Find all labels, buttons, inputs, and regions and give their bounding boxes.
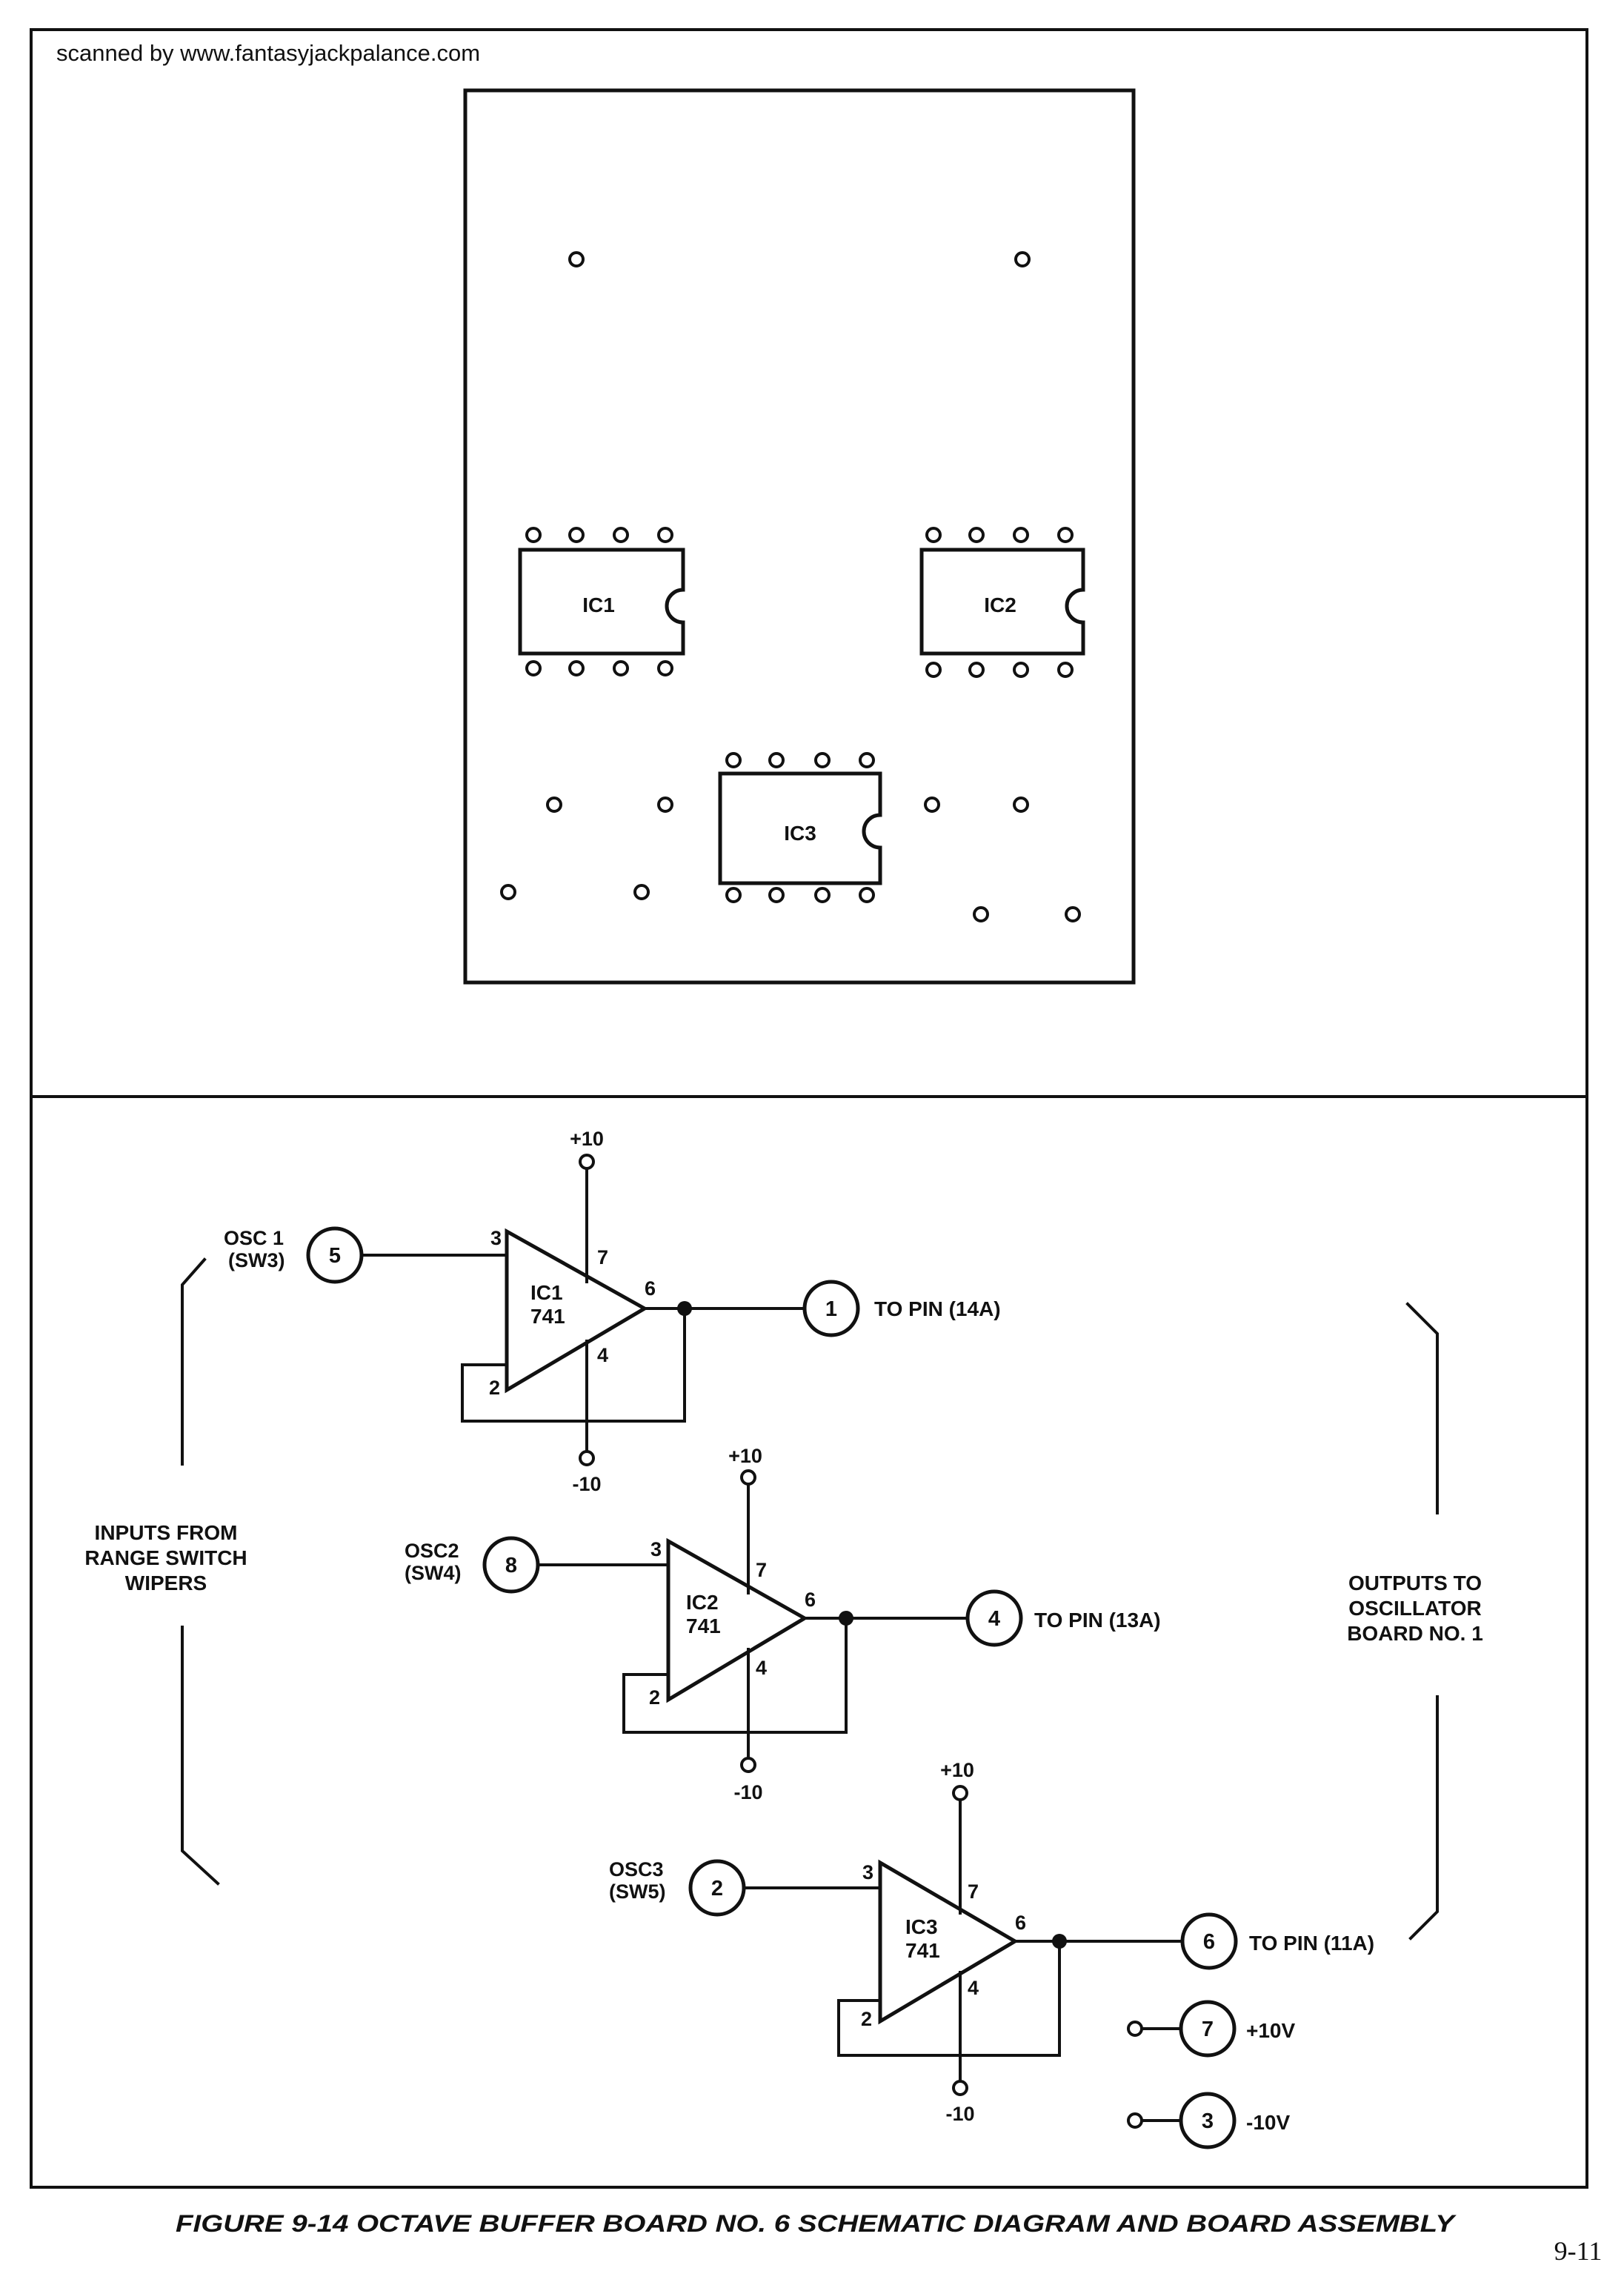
ic2-pin-2: 2 [649,1686,660,1709]
ic1-minus-supply-label: -10 [572,1473,601,1495]
minus-10v-terminal [1127,2112,1143,2129]
ic2-part: 741 [686,1614,721,1637]
inputs-bracket: INPUTS FROM RANGE SWITCH WIPERS [84,1257,247,1886]
stage-3: OSC3 (SW5) 2 IC3 741 3 2 7 4 6 +10 -10 6 [609,1759,1374,2125]
ic2-plus-supply-label: +10 [728,1445,762,1467]
minus-10v-pin-number: 3 [1202,2109,1214,2133]
minus-10v-label: -10V [1246,2111,1290,2134]
stage-3-input-pin-number: 2 [711,1877,723,1900]
ic3-label: IC3 [905,1915,938,1938]
ic1-pin-2: 2 [489,1377,500,1399]
ic3-pin-2: 2 [861,2008,872,2030]
circuit-board-outline [463,88,1136,985]
ic2-opamp-symbol [666,1537,808,1703]
ic3-plus-supply-terminal [952,1785,968,1801]
plus-10v-terminal [1127,2021,1143,2037]
stage-2-output-pin-number: 4 [988,1607,1000,1631]
ic2-pin-7: 7 [756,1559,767,1581]
ic3-opamp-symbol [878,1859,1019,2025]
stage-2-input-label: OSC2 [405,1540,459,1562]
ic3-pin-6: 6 [1015,1912,1026,1934]
stage-2-input-pin-number: 8 [505,1554,517,1577]
inputs-group-label-line-2: RANGE SWITCH [84,1546,247,1569]
ic1-footprint: IC1 [518,527,685,676]
stage-1-input-label: OSC 1 [224,1227,284,1249]
ic2-footprint-label: IC2 [984,593,1016,616]
supply-plus-10v: 7 +10V [1127,2000,1295,2058]
ic1-footprint-label: IC1 [582,593,615,616]
ic2-pin-4: 4 [756,1657,767,1679]
stage-1: OSC 1 (SW3) 5 IC1 741 3 2 7 4 6 +10 -10 … [224,1128,1001,1495]
supply-minus-10v: 3 -10V [1127,2092,1290,2149]
ic3-footprint-label: IC3 [784,822,816,845]
ic3-footprint: IC3 [718,752,882,903]
figure-caption: FIGURE 9-14 OCTAVE BUFFER BOARD NO. 6 SC… [176,2210,1457,2237]
stage-2-output-pin-circle [965,1589,1023,1647]
inputs-group-label-line-1: INPUTS FROM [95,1521,238,1544]
ic2-minus-supply-label: -10 [733,1781,762,1803]
outputs-group-label-line-3: BOARD NO. 1 [1347,1622,1483,1645]
stage-1-output-pin-circle [802,1280,860,1337]
ic3-minus-supply-terminal [952,2080,968,2096]
ic1-plus-supply-label: +10 [570,1128,604,1150]
minus-10v-pin-circle [1179,2092,1237,2149]
ic1-opamp-symbol [505,1228,649,1394]
outputs-group-label-line-1: OUTPUTS TO [1348,1572,1482,1594]
ic1-pin-6: 6 [645,1277,656,1300]
stage-3-output-pin-circle [1180,1912,1238,1970]
ic3-plus-supply-label: +10 [940,1759,974,1781]
ic1-pin-4: 4 [597,1344,608,1366]
stage-1-output-label: TO PIN (14A) [874,1297,1001,1320]
plus-10v-label: +10V [1246,2019,1295,2042]
ic3-pin-4: 4 [968,1977,979,1999]
stage-3-output-label: TO PIN (11A) [1249,1932,1374,1955]
ic3-pin-7: 7 [968,1880,979,1903]
schematic: OSC 1 (SW3) 5 IC1 741 3 2 7 4 6 +10 -10 … [84,1128,1483,2149]
plus-10v-pin-circle [1179,2000,1237,2058]
stage-3-input-sublabel: (SW5) [609,1880,666,1903]
stage-3-input-label: OSC3 [609,1858,664,1880]
ic3-minus-supply-label: -10 [945,2103,974,2125]
mounting-holes [500,251,1081,922]
ic2-footprint: IC2 [919,527,1085,678]
stage-2: OSC2 (SW4) 8 IC2 741 3 2 7 4 6 +10 -10 4 [405,1445,1161,1803]
ic2-label: IC2 [686,1591,719,1614]
page-number: 9-11 [1554,2236,1603,2266]
stage-1-input-pin-number: 5 [329,1244,341,1268]
inputs-group-label-line-3: WIPERS [125,1572,207,1594]
ic2-pin-6: 6 [805,1589,816,1611]
stage-2-input-sublabel: (SW4) [405,1562,462,1584]
page-frame [30,28,1588,2189]
outputs-bracket: OUTPUTS TO OSCILLATOR BOARD NO. 1 [1347,1302,1483,1941]
stage-3-output-pin-number: 6 [1203,1930,1215,1954]
ic2-plus-supply-terminal [740,1469,756,1486]
ic2-pin-3: 3 [650,1538,662,1560]
ic1-pin-3: 3 [490,1227,502,1249]
ic3-part: 741 [905,1939,940,1962]
ic1-plus-supply-terminal [579,1154,595,1170]
ic1-minus-supply-terminal [579,1450,595,1466]
scan-credit: scanned by www.fantasyjackpalance.com [56,40,480,66]
plus-10v-pin-number: 7 [1202,2018,1214,2041]
ic1-part: 741 [530,1305,565,1328]
ic1-pin-7: 7 [597,1246,608,1268]
ic2-minus-supply-terminal [740,1757,756,1773]
outputs-group-label-line-2: OSCILLATOR [1348,1597,1481,1620]
board-assembly: IC1 IC2 IC3 [463,88,1136,985]
stage-1-input-sublabel: (SW3) [228,1249,285,1271]
ic1-label: IC1 [530,1281,563,1304]
stage-2-output-label: TO PIN (13A) [1034,1609,1161,1632]
ic3-pin-3: 3 [862,1861,873,1883]
stage-1-output-pin-number: 1 [825,1297,837,1321]
